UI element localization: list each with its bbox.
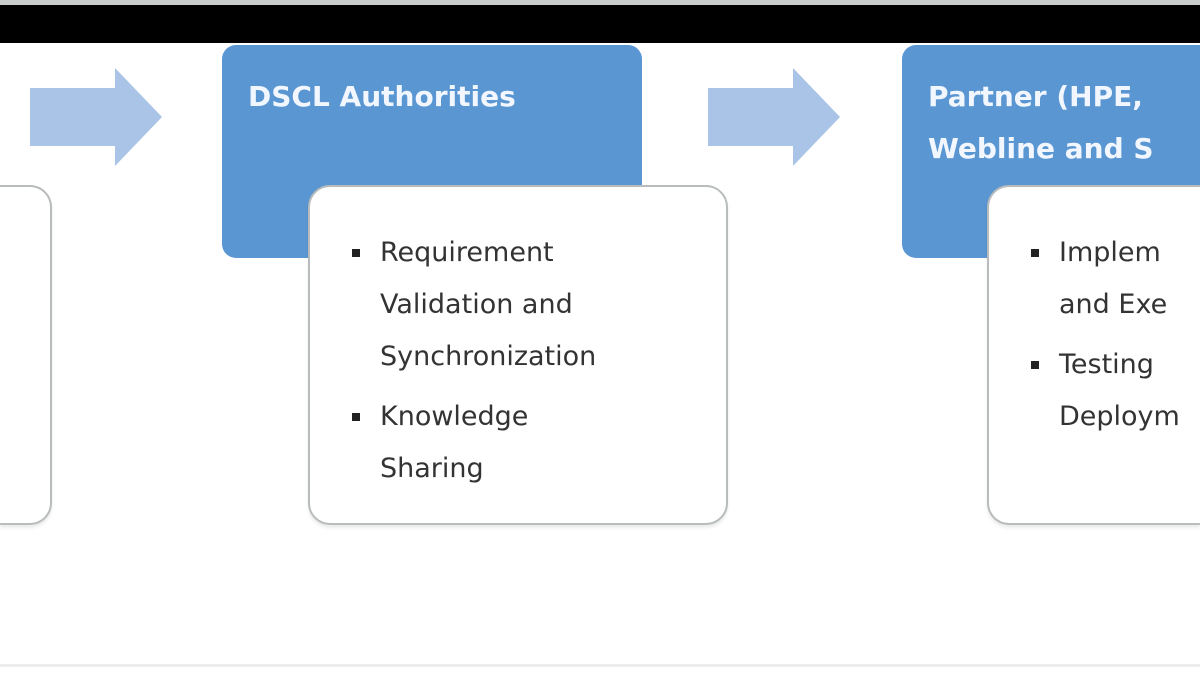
bullet-text: Sharing <box>380 453 484 484</box>
previous-stage-details-box <box>0 185 52 525</box>
bullet-text: Synchronization <box>380 341 597 372</box>
bullet-icon <box>1031 361 1039 369</box>
list-item: Requirement Validation and Synchronizati… <box>352 227 596 383</box>
bullet-text: Knowledge <box>380 401 529 432</box>
stage-title-line: Webline and S <box>928 132 1154 165</box>
bottom-divider <box>0 664 1200 667</box>
bullet-icon <box>352 249 360 257</box>
bullet-text: and Exe <box>1059 289 1168 320</box>
list-item: Implem and Exe <box>1031 227 1180 331</box>
bullet-icon <box>1031 249 1039 257</box>
bullet-list: Requirement Validation and Synchronizati… <box>352 227 596 503</box>
arrow-right-icon <box>708 68 840 166</box>
bullet-list: Implem and Exe Testing Deploym <box>1031 227 1180 451</box>
top-strip <box>0 0 1200 5</box>
bullet-icon <box>352 413 360 421</box>
stage-details-box: Requirement Validation and Synchronizati… <box>308 185 728 525</box>
bullet-text: Validation and <box>380 289 573 320</box>
list-item: Testing Deploym <box>1031 339 1180 443</box>
bullet-text: Deploym <box>1059 401 1180 432</box>
stage-title: Partner (HPE, Webline and S <box>928 71 1154 175</box>
arrow-right-icon <box>30 68 162 166</box>
bullet-text: Testing <box>1059 349 1154 380</box>
bullet-text: Implem <box>1059 237 1161 268</box>
bullet-text: Requirement <box>380 237 554 268</box>
top-black-bar <box>0 5 1200 43</box>
stage-title-line: Partner (HPE, <box>928 80 1143 113</box>
list-item: Knowledge Sharing <box>352 391 596 495</box>
stage-details-box: Implem and Exe Testing Deploym <box>987 185 1200 525</box>
stage-title: DSCL Authorities <box>248 80 516 113</box>
